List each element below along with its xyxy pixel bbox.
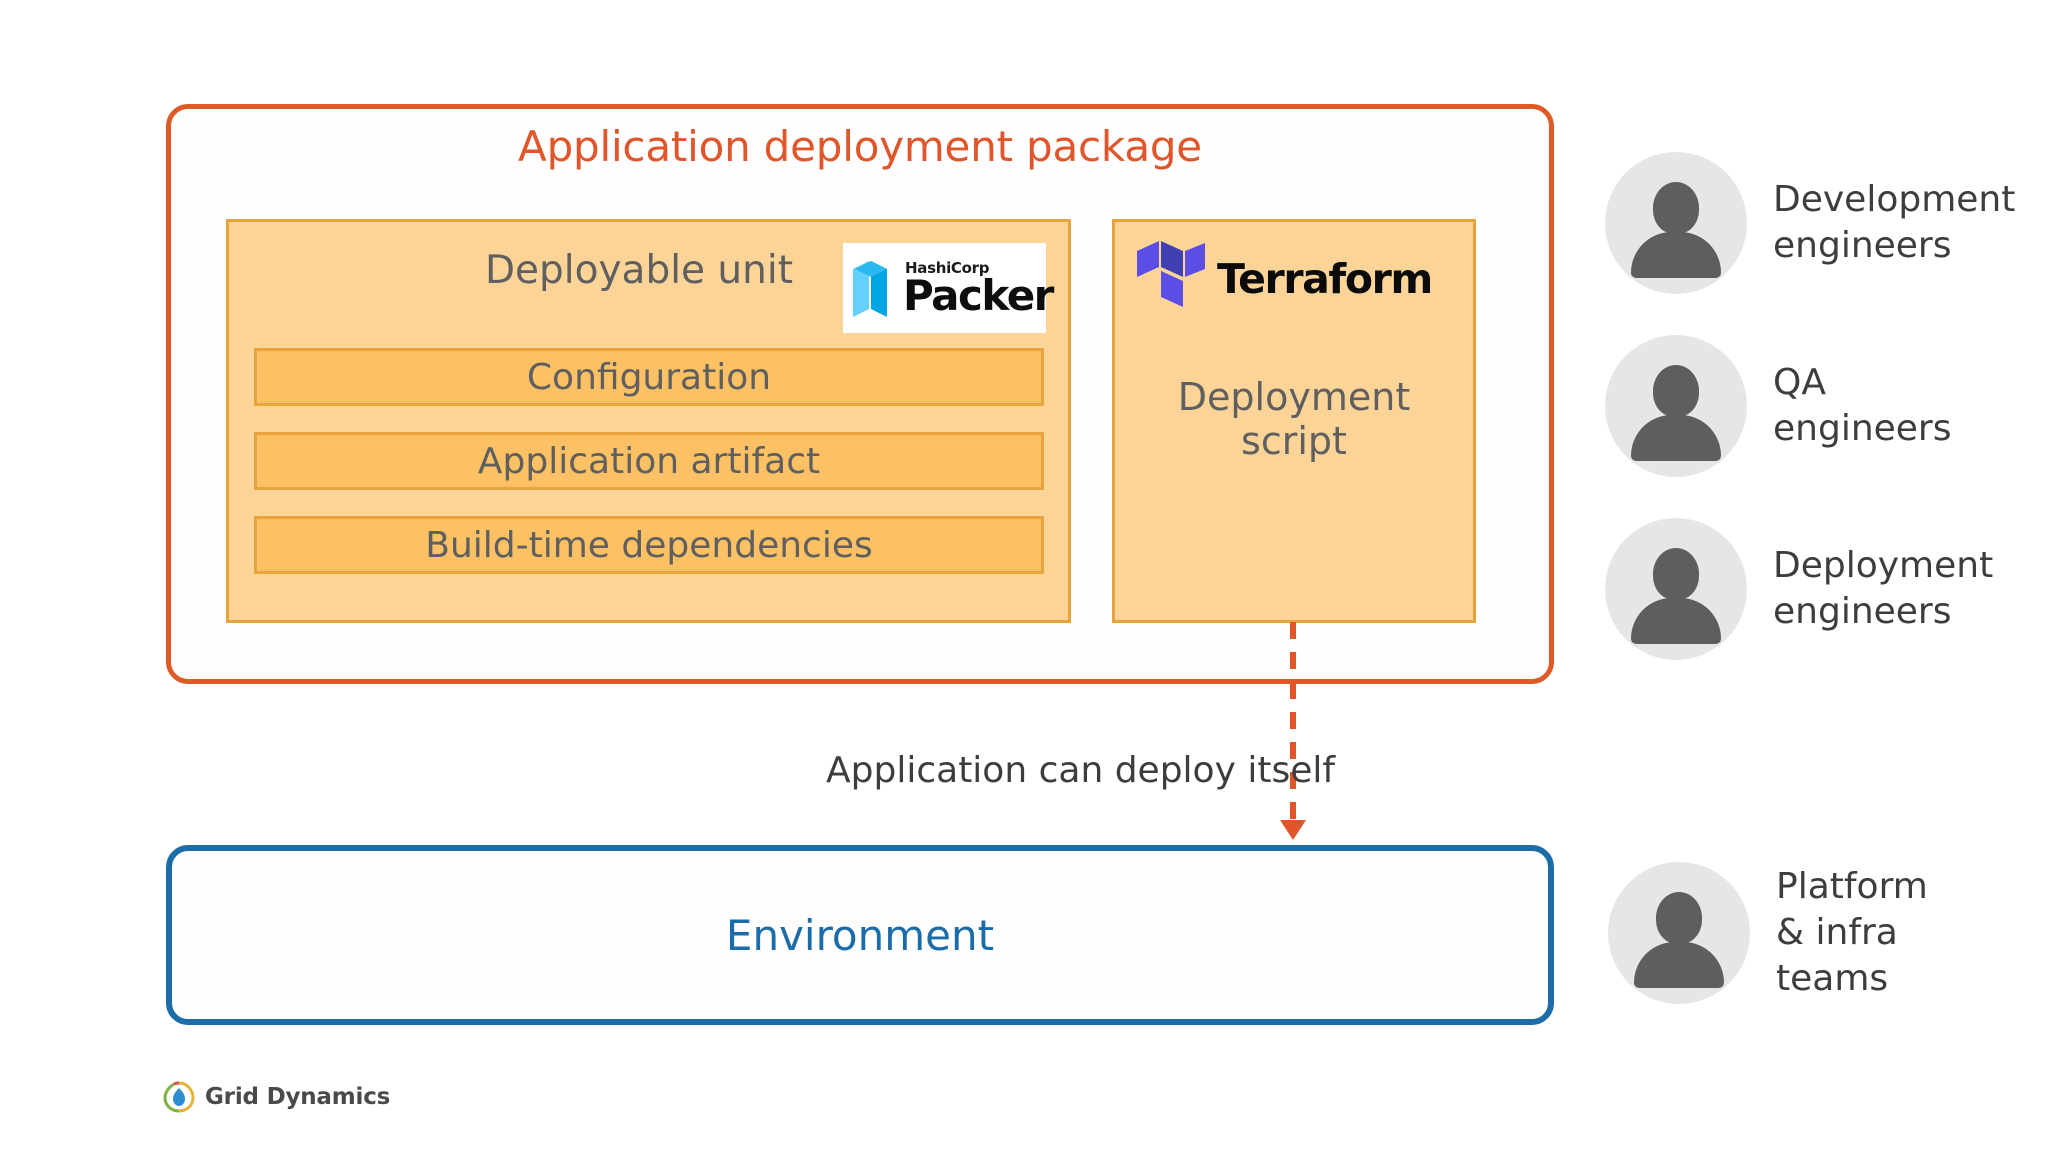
terraform-logo: Terraform	[1135, 241, 1457, 317]
persona-label-line1: Development	[1773, 178, 2016, 220]
layer-configuration: Configuration	[254, 348, 1044, 406]
persona-label-line2: engineers	[1773, 408, 1952, 449]
layer-build-time-dependencies: Build-time dependencies	[254, 516, 1044, 574]
person-head-shape	[1656, 892, 1702, 944]
persona-label: QA engineers	[1773, 360, 1952, 452]
brand-name: Grid Dynamics	[205, 1084, 391, 1110]
person-body-shape	[1634, 942, 1724, 988]
terraform-mark-icon	[1135, 241, 1207, 317]
persona-platform-infra-teams: Platform & infra teams	[1608, 862, 1928, 1004]
packer-mark-icon	[847, 255, 899, 321]
package-title: Application deployment package	[518, 122, 1202, 171]
person-head-shape	[1653, 548, 1699, 600]
person-head-shape	[1653, 365, 1699, 417]
person-icon	[1605, 518, 1747, 660]
person-body-shape	[1631, 415, 1721, 461]
persona-label-line2: engineers	[1773, 591, 1952, 632]
deployable-unit-panel: Deployable unit HashiCorp Packer Configu…	[226, 219, 1071, 623]
layer-application-artifact: Application artifact	[254, 432, 1044, 490]
persona-deployment-engineers: Deployment engineers	[1605, 518, 1993, 660]
persona-label-line3: teams	[1776, 958, 1889, 1000]
deployment-script-panel: Terraform Deployment script	[1112, 219, 1476, 623]
deploy-arrow-line	[1290, 622, 1296, 827]
deployment-script-label: Deployment script	[1115, 375, 1473, 464]
packer-product-text: Packer	[903, 270, 1054, 320]
terraform-product-text: Terraform	[1217, 254, 1433, 303]
packer-wordmark: HashiCorp Packer	[903, 258, 1054, 320]
person-head-shape	[1653, 182, 1699, 234]
person-body-shape	[1631, 598, 1721, 644]
persona-development-engineers: Development engineers	[1605, 152, 2015, 294]
persona-label: Platform & infra teams	[1776, 864, 1928, 1002]
deployable-unit-layers: Configuration Application artifact Build…	[254, 348, 1044, 574]
packer-vendor-text: HashiCorp	[905, 258, 990, 277]
persona-qa-engineers: QA engineers	[1605, 335, 1952, 477]
deployment-script-label-line1: Deployment	[1177, 375, 1411, 419]
deploy-arrow-caption: Application can deploy itself	[826, 750, 1336, 791]
persona-label-line1: QA	[1773, 361, 1826, 403]
deployment-script-label-line2: script	[1241, 419, 1347, 464]
deployable-unit-title: Deployable unit	[484, 248, 793, 293]
brand-footer: Grid Dynamics	[162, 1080, 390, 1114]
persona-label-line1: Platform	[1776, 865, 1928, 907]
environment-box: Environment	[166, 845, 1554, 1025]
deploy-arrow-head-icon	[1280, 820, 1306, 840]
person-icon	[1605, 152, 1747, 294]
persona-label-line2: & infra	[1776, 911, 1898, 953]
persona-label-line2: engineers	[1773, 225, 1952, 266]
person-body-shape	[1631, 232, 1721, 278]
person-icon	[1605, 335, 1747, 477]
persona-label: Development engineers	[1773, 177, 2015, 269]
packer-logo: HashiCorp Packer	[843, 243, 1054, 333]
person-icon	[1608, 862, 1750, 1004]
persona-label: Deployment engineers	[1773, 543, 1993, 635]
environment-label: Environment	[725, 910, 995, 960]
grid-dynamics-logo-icon	[162, 1080, 196, 1114]
persona-label-line1: Deployment	[1773, 544, 1994, 586]
